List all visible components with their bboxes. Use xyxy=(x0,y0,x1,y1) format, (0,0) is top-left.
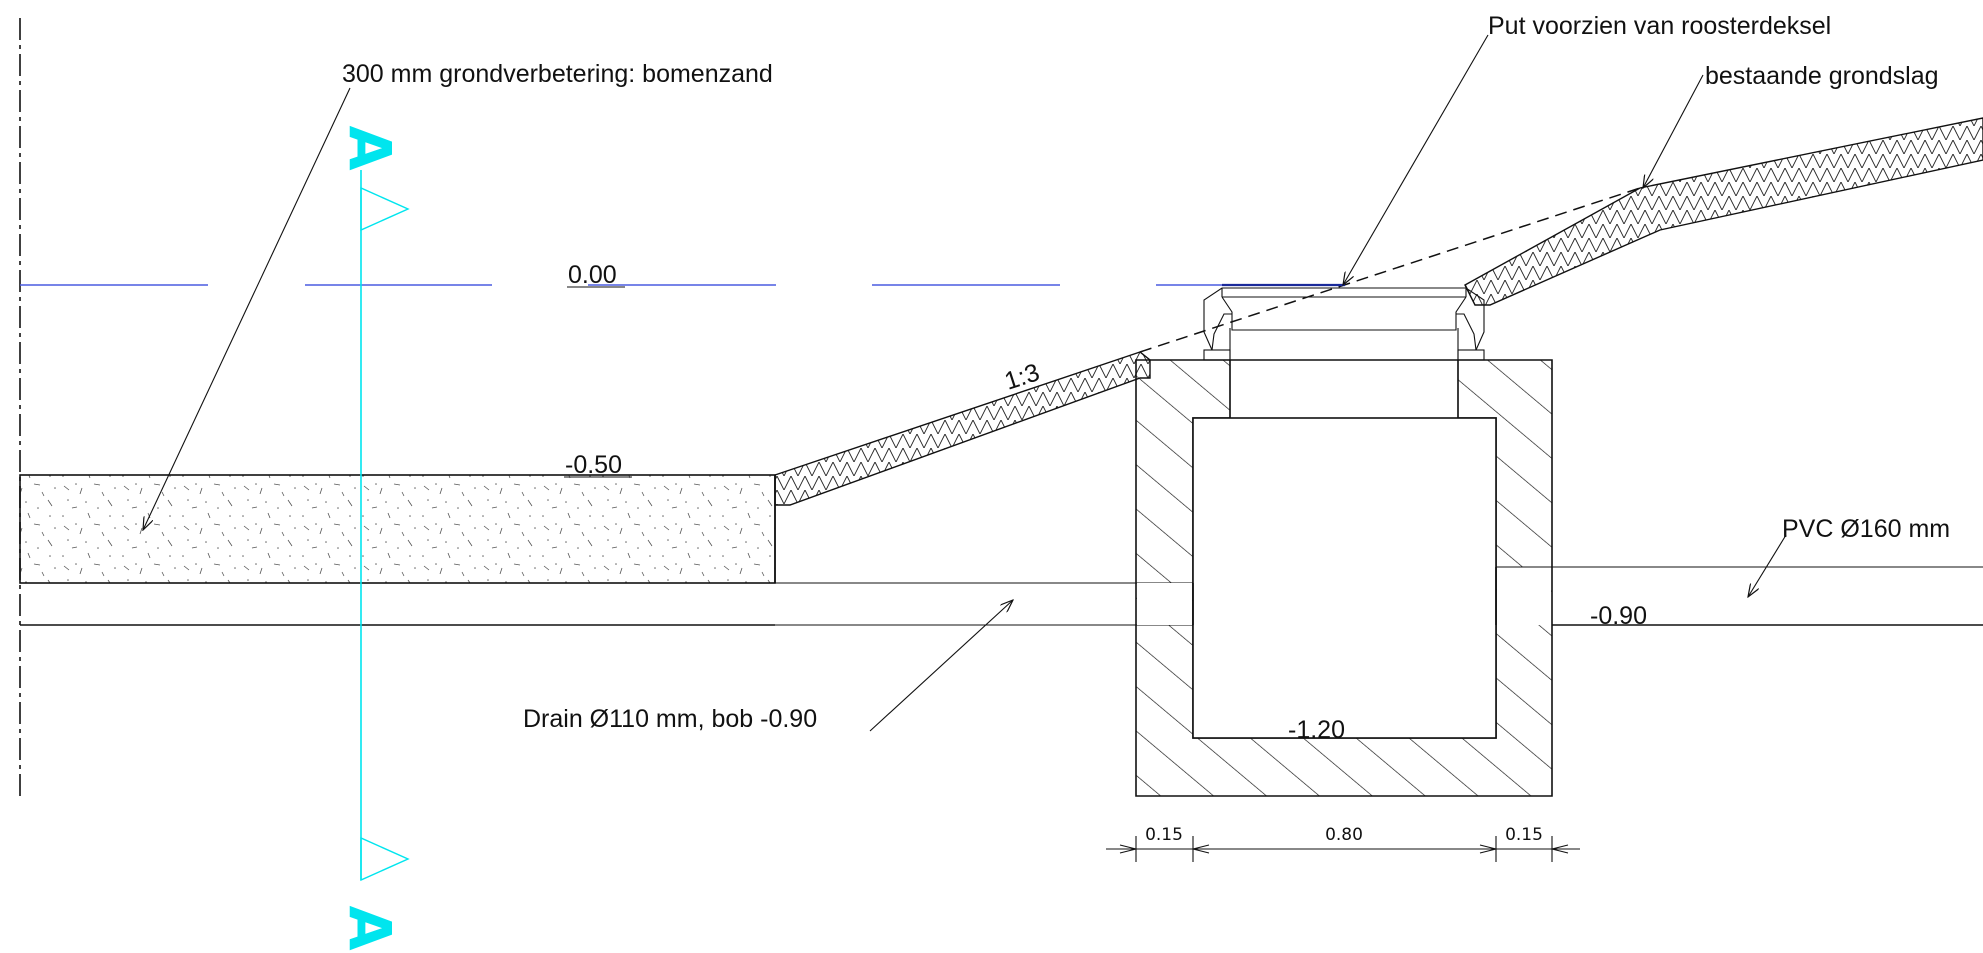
label-drain: Drain Ø110 mm, bob -0.90 xyxy=(523,705,817,733)
dimension-line xyxy=(1106,836,1580,862)
level-minus120: -1.20 xyxy=(1288,716,1345,744)
leader-pvc xyxy=(1748,534,1787,597)
label-grondverbetering: 300 mm grondverbetering: bomenzand xyxy=(342,60,773,88)
section-arrow-bottom xyxy=(360,836,410,882)
existing-ground xyxy=(1464,117,1983,306)
sand-layer xyxy=(19,474,776,584)
level-minus090: -0.90 xyxy=(1590,602,1647,630)
manhole-chamber xyxy=(1135,328,1553,797)
label-put: Put voorzien van roosterdeksel xyxy=(1488,12,1831,40)
level-zero: 0.00 xyxy=(568,261,617,289)
dim-inner: 0.80 xyxy=(1325,825,1363,845)
grating-cover xyxy=(1203,287,1485,361)
section-arrow-top xyxy=(360,186,410,232)
dashed-ground-line xyxy=(1139,187,1641,353)
leader-drain xyxy=(869,600,1013,732)
leader-put xyxy=(1343,34,1489,285)
leader-grondslag xyxy=(1643,74,1704,188)
section-label-bottom: A xyxy=(336,906,404,951)
slope-embankment xyxy=(774,351,1151,506)
leader-grondverbetering xyxy=(143,87,351,530)
label-grondslag: bestaande grondslag xyxy=(1705,62,1939,90)
label-pvc: PVC Ø160 mm xyxy=(1782,515,1950,543)
dim-left-wall: 0.15 xyxy=(1145,825,1183,845)
level-minus050: -0.50 xyxy=(565,451,622,479)
dim-right-wall: 0.15 xyxy=(1505,825,1543,845)
section-label-top: A xyxy=(336,126,404,171)
